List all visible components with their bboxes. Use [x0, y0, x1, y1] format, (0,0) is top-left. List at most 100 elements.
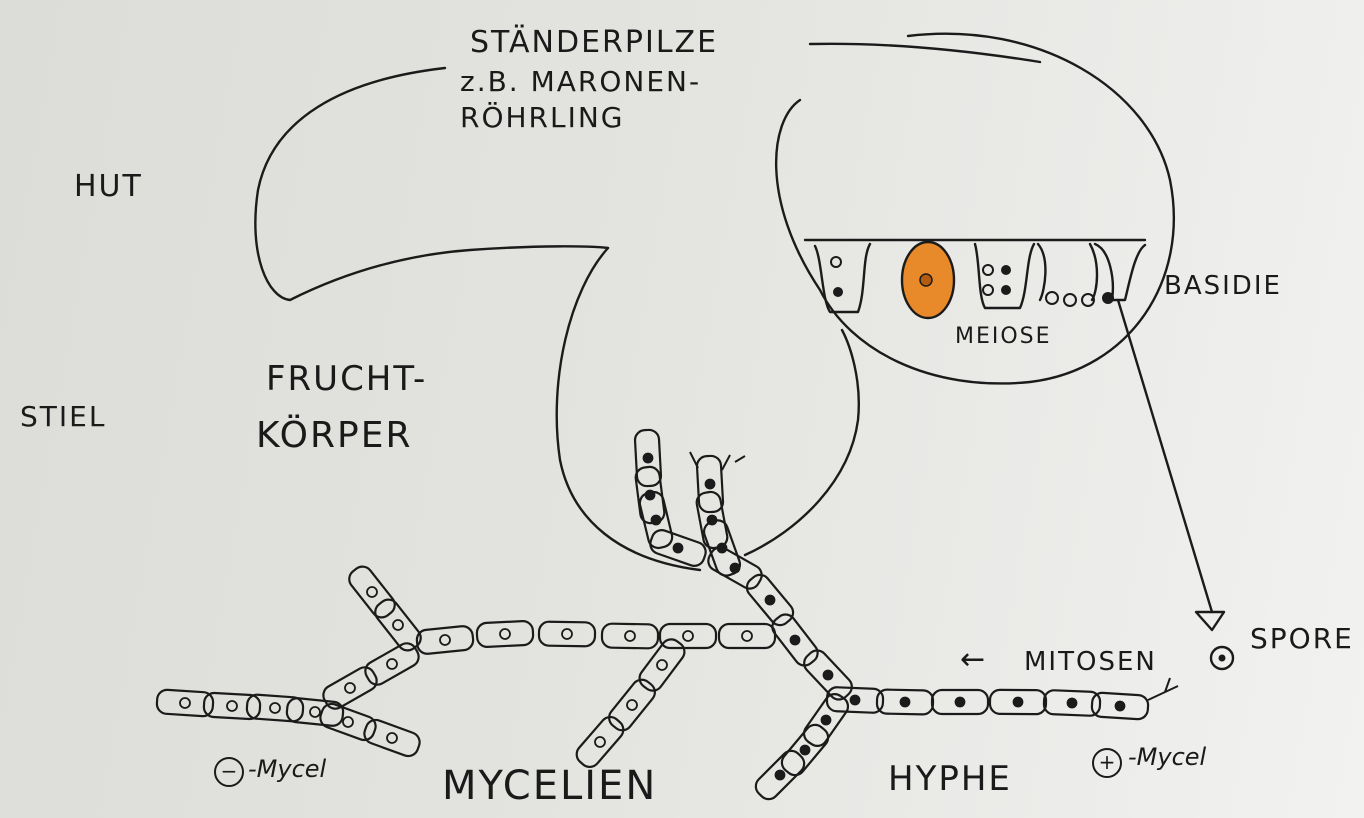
- cell-nucleus: [642, 452, 654, 464]
- spore-release-arrowhead: [1194, 610, 1226, 632]
- basidium-3: [973, 242, 1036, 310]
- cell-nucleus: [179, 697, 191, 709]
- hypha-cell: [745, 573, 795, 627]
- cell-nucleus: [1012, 696, 1024, 708]
- hypha-cell: [802, 693, 850, 747]
- meiosis-nucleus: [919, 273, 933, 287]
- cell-nucleus: [561, 628, 573, 640]
- cell-nucleus: [499, 628, 511, 640]
- cell-nucleus: [366, 586, 378, 598]
- hypha-cell: [930, 688, 990, 716]
- hypha-cell: [537, 620, 597, 648]
- hypha-tip: [689, 451, 746, 471]
- minus-sign-icon: −: [214, 757, 244, 787]
- hypha-cell: [771, 613, 819, 667]
- cell-nucleus: [439, 634, 451, 646]
- hypha-cell: [803, 649, 853, 701]
- cell-nucleus: [269, 702, 281, 714]
- cell-nucleus: [820, 714, 832, 726]
- nucleus-3c: [982, 284, 994, 296]
- hypha-cell: [695, 454, 725, 514]
- mitosis-label: MITOSEN: [1024, 647, 1157, 677]
- hypha-cell: [638, 490, 674, 550]
- spore-release-arrow: [1116, 298, 1214, 614]
- fruiting-body-label-1: FRUCHT-: [266, 359, 428, 399]
- cell-nucleus: [656, 659, 668, 671]
- hypha-cell: [374, 598, 422, 652]
- hypha-cell: [155, 688, 215, 718]
- cell-nucleus: [650, 514, 662, 526]
- meiosis-label: MEIOSE: [955, 324, 1052, 349]
- cell-nucleus: [344, 682, 356, 694]
- spore-label: SPORE: [1250, 622, 1354, 655]
- minus-mycel-label: -Mycel: [248, 755, 327, 783]
- title-line-2: z.B. MARONEN-: [460, 65, 702, 98]
- cell-nucleus: [954, 696, 966, 708]
- basidium-5: [1093, 242, 1147, 302]
- title-line-1: STÄNDERPILZE: [470, 25, 719, 60]
- hypha-cell: [988, 688, 1048, 716]
- cell-nucleus: [789, 634, 801, 646]
- cell-nucleus: [594, 736, 606, 748]
- cell-nucleus: [392, 619, 404, 631]
- hypha-cell: [633, 428, 663, 488]
- hyphae-network: [155, 428, 1179, 801]
- cell-nucleus: [624, 630, 636, 642]
- spore-bud-3: [1081, 293, 1095, 307]
- cell-nucleus: [741, 630, 753, 642]
- cell-nucleus: [799, 744, 811, 756]
- cell-nucleus: [899, 696, 911, 708]
- hypha-cell: [754, 749, 806, 801]
- spore-icon: [1209, 645, 1235, 671]
- cell-nucleus: [1114, 700, 1126, 712]
- cell-nucleus: [682, 630, 694, 642]
- germination-tip: [1147, 677, 1179, 701]
- basidium-1: [813, 242, 872, 314]
- hypha-cell: [364, 642, 420, 686]
- nucleus-1b: [833, 287, 843, 297]
- hypha-cell: [638, 638, 686, 692]
- plus-sign-icon: +: [1092, 748, 1122, 778]
- stem-label: STIEL: [20, 400, 107, 433]
- hypha-cell: [600, 622, 660, 650]
- mitosis-arrow-icon: ←: [960, 642, 986, 677]
- hypha-cell: [322, 666, 378, 710]
- cell-nucleus: [342, 716, 354, 728]
- cell-nucleus: [704, 478, 716, 490]
- mycelia-label: MYCELIEN: [442, 763, 658, 809]
- cell-nucleus: [849, 694, 861, 706]
- hypha-cell: [348, 565, 396, 619]
- cap-label: HUT: [74, 169, 143, 204]
- mushroom-stem-outline: [555, 246, 860, 572]
- hypha-cell: [575, 715, 625, 769]
- hypha-cell: [780, 723, 830, 777]
- cell-nucleus: [729, 562, 741, 574]
- nucleus-3b: [1001, 265, 1011, 275]
- cell-nucleus: [386, 658, 398, 670]
- cell-nucleus: [764, 594, 776, 606]
- plus-mycel-label: -Mycel: [1128, 743, 1207, 771]
- title-line-3: RÖHRLING: [460, 101, 625, 134]
- spore-bud-2: [1063, 293, 1077, 307]
- hypha-cell: [285, 697, 345, 727]
- hypha-cell: [658, 622, 718, 650]
- hypha-cell: [415, 625, 475, 655]
- hypha-cell: [717, 622, 777, 650]
- cell-nucleus: [386, 732, 398, 744]
- cell-nucleus: [672, 542, 684, 554]
- hypha-cell: [707, 546, 763, 590]
- hypha-cell: [363, 718, 421, 758]
- mushroom-cap-outline: [254, 42, 1042, 302]
- cell-nucleus: [309, 706, 321, 718]
- spore-bud-4: [1102, 292, 1114, 304]
- cell-nucleus: [822, 669, 834, 681]
- basidium-4: [1036, 242, 1099, 302]
- hypha-cell: [202, 691, 262, 721]
- basidia-row: [803, 238, 1147, 320]
- hypha-cell: [608, 678, 656, 732]
- spore-bud-1: [1045, 291, 1059, 305]
- hypha-cell: [649, 529, 707, 567]
- cell-nucleus: [774, 769, 786, 781]
